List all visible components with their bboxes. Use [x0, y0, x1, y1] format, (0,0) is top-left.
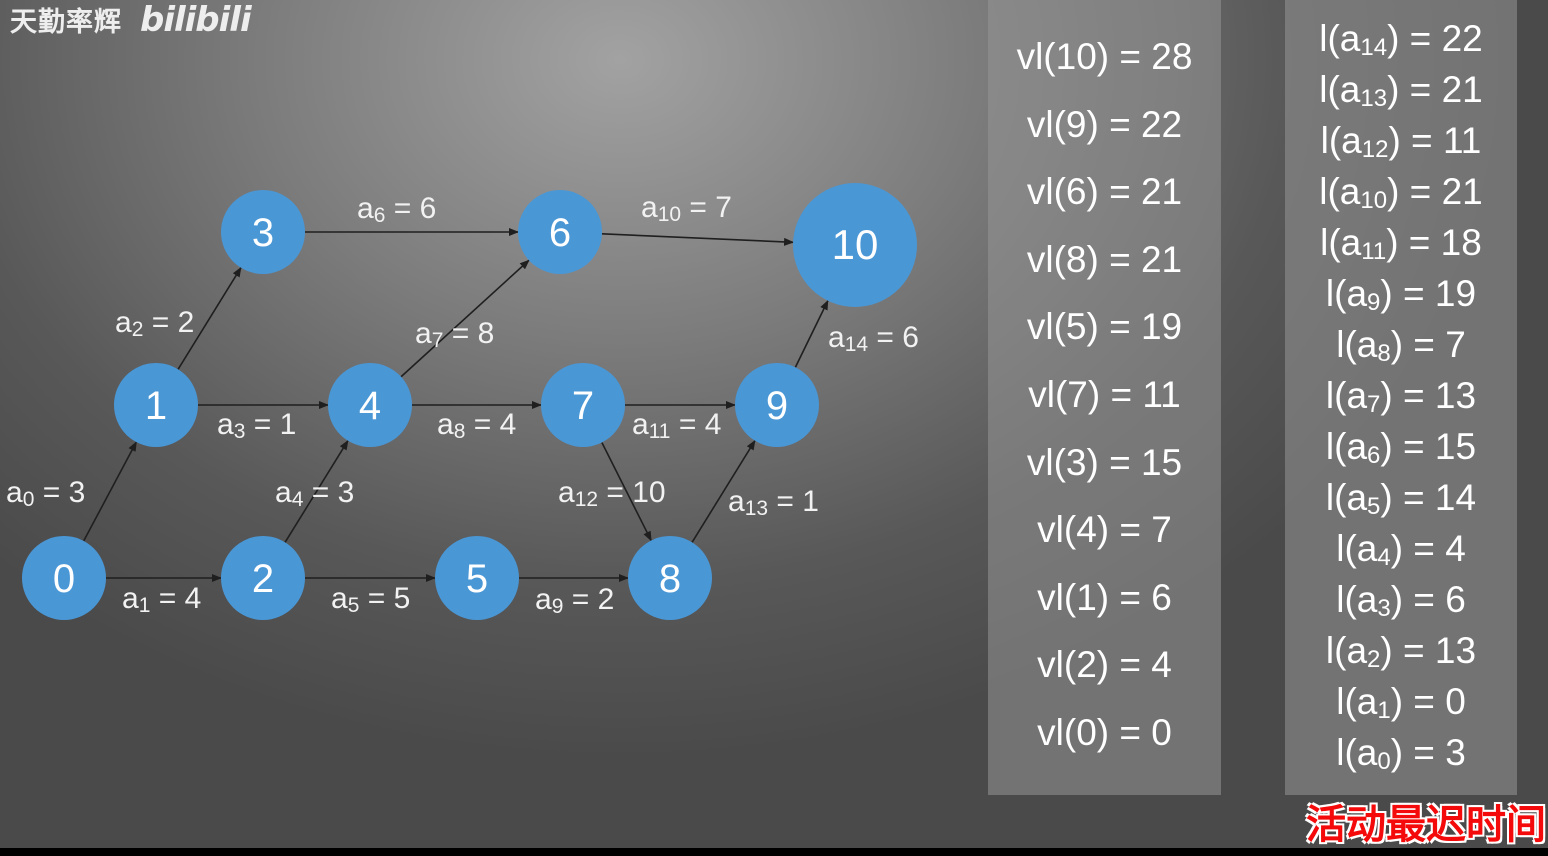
activity-latest-item: l(a14) = 22	[1319, 18, 1483, 61]
edge-label-a2: a2 = 2	[115, 306, 194, 341]
activity-latest-item: l(a4) = 4	[1336, 528, 1466, 571]
edge-a7	[400, 259, 530, 378]
activity-latest-item: l(a7) = 13	[1325, 375, 1477, 418]
edge-label-a13: a13 = 1	[728, 485, 819, 520]
vertex-latest-item: vl(3) = 15	[1026, 441, 1183, 483]
vertex-label: 2	[252, 557, 274, 601]
watermark: 天勤率辉 bilibili	[10, 0, 252, 40]
edge-label-a5: a5 = 5	[331, 582, 410, 617]
vertex-7: 7	[541, 363, 625, 447]
edge-label-a7: a7 = 8	[415, 317, 494, 352]
edge-a2	[177, 266, 242, 370]
vertex-latest-item: vl(6) = 21	[1026, 171, 1183, 213]
vertex-3: 3	[221, 190, 305, 274]
vertex-circle	[541, 363, 625, 447]
vertex-latest-item: vl(5) = 19	[1026, 306, 1183, 348]
activity-latest-item: l(a6) = 15	[1325, 426, 1477, 469]
activity-latest-item: l(a9) = 19	[1325, 273, 1477, 316]
vertex-label: 4	[359, 384, 381, 428]
activity-latest-item: l(a2) = 13	[1325, 630, 1477, 673]
vertex-latest-item: vl(1) = 6	[1037, 576, 1172, 618]
vertex-circle	[114, 363, 198, 447]
vertex-label: 1	[145, 384, 167, 428]
vertex-circle	[518, 190, 602, 274]
activity-latest-item: l(a0) = 3	[1336, 732, 1466, 775]
vertex-label: 10	[832, 221, 879, 268]
edge-label-a11: a11 = 4	[632, 408, 721, 443]
vertex-latest-item: vl(7) = 11	[1028, 374, 1181, 415]
vertex-9: 9	[735, 363, 819, 447]
edge-a12	[601, 442, 652, 542]
vertex-latest-item: vl(10) = 28	[1016, 36, 1193, 77]
vertex-circle	[221, 190, 305, 274]
activity-latest-item: l(a11) = 18	[1320, 222, 1482, 265]
vertex-latest-item: vl(9) = 22	[1026, 103, 1183, 145]
edge-a13	[691, 439, 756, 543]
vertex-label: 3	[252, 211, 274, 255]
activity-latest-item: l(a5) = 14	[1325, 477, 1477, 520]
activity-latest-item: l(a13) = 21	[1319, 69, 1483, 112]
caption: 活动最迟时间	[1306, 802, 1546, 848]
edge-label-a0: a0 = 3	[6, 476, 85, 511]
activity-latest-item: l(a1) = 0	[1336, 681, 1466, 724]
vertex-circle	[793, 183, 917, 307]
vertex-10: 10	[793, 183, 917, 307]
edge-label-a6: a6 = 6	[357, 192, 436, 227]
vertex-circle	[735, 363, 819, 447]
edge-label-a8: a8 = 4	[437, 408, 516, 443]
video-bottom-bar	[0, 848, 1548, 856]
vertex-label: 5	[466, 557, 488, 601]
edge-a4	[284, 439, 349, 543]
activity-latest-item: l(a3) = 6	[1336, 579, 1466, 622]
author-name: 天勤率辉	[10, 7, 122, 37]
activity-latest-item: l(a8) = 7	[1336, 324, 1466, 367]
activity-latest-item: l(a10) = 21	[1319, 171, 1483, 214]
vertex-circle	[435, 536, 519, 620]
vertex-label: 6	[549, 211, 571, 255]
vertex-0: 0	[22, 536, 106, 620]
vertex-1: 1	[114, 363, 198, 447]
vertex-label: 8	[659, 557, 681, 601]
edge-a14	[794, 299, 829, 368]
vertex-8: 8	[628, 536, 712, 620]
activity-latest-time-panel: l(a14) = 22 l(a13) = 21 l(a12) = 11 l(a10) …	[1285, 0, 1517, 795]
bilibili-logo: bilibili	[140, 0, 252, 40]
vertex-label: 9	[766, 384, 788, 428]
vertex-5: 5	[435, 536, 519, 620]
vertex-6: 6	[518, 190, 602, 274]
vertex-latest-item: vl(4) = 7	[1037, 509, 1172, 551]
edge-label-a12: a12 = 10	[558, 476, 666, 511]
vertex-circle	[328, 363, 412, 447]
vertex-latest-item: vl(8) = 21	[1026, 238, 1183, 280]
edge-label-a14: a14 = 6	[828, 321, 919, 356]
vertex-circle	[628, 536, 712, 620]
activity-latest-item: l(a12) = 11	[1320, 120, 1482, 163]
edge-a0	[83, 441, 137, 542]
vertex-label: 0	[53, 557, 75, 601]
edge-label-a1: a1 = 4	[122, 582, 201, 617]
edge-label-a3: a3 = 1	[217, 408, 296, 443]
aoe-network-graph: a0 = 3 a1 = 4 a2 = 2 a3 = 1 a4 = 3 a5 = 5 a6 =…	[6, 183, 919, 620]
vertex-latest-time-panel: vl(10) = 28 vl(9) = 22 vl(6) = 21 vl(8) = 2…	[988, 0, 1221, 795]
vertex-circle	[221, 536, 305, 620]
edge-label-a9: a9 = 2	[535, 583, 614, 618]
edge-label-a10: a10 = 7	[641, 191, 732, 226]
vertex-circle	[22, 536, 106, 620]
vertex-label: 7	[572, 384, 594, 428]
vertex-4: 4	[328, 363, 412, 447]
vertex-latest-item: vl(2) = 4	[1037, 644, 1172, 686]
vertex-2: 2	[221, 536, 305, 620]
edge-label-a4: a4 = 3	[275, 476, 354, 511]
vertex-latest-item: vl(0) = 0	[1037, 712, 1172, 753]
edge-a10	[601, 233, 795, 246]
